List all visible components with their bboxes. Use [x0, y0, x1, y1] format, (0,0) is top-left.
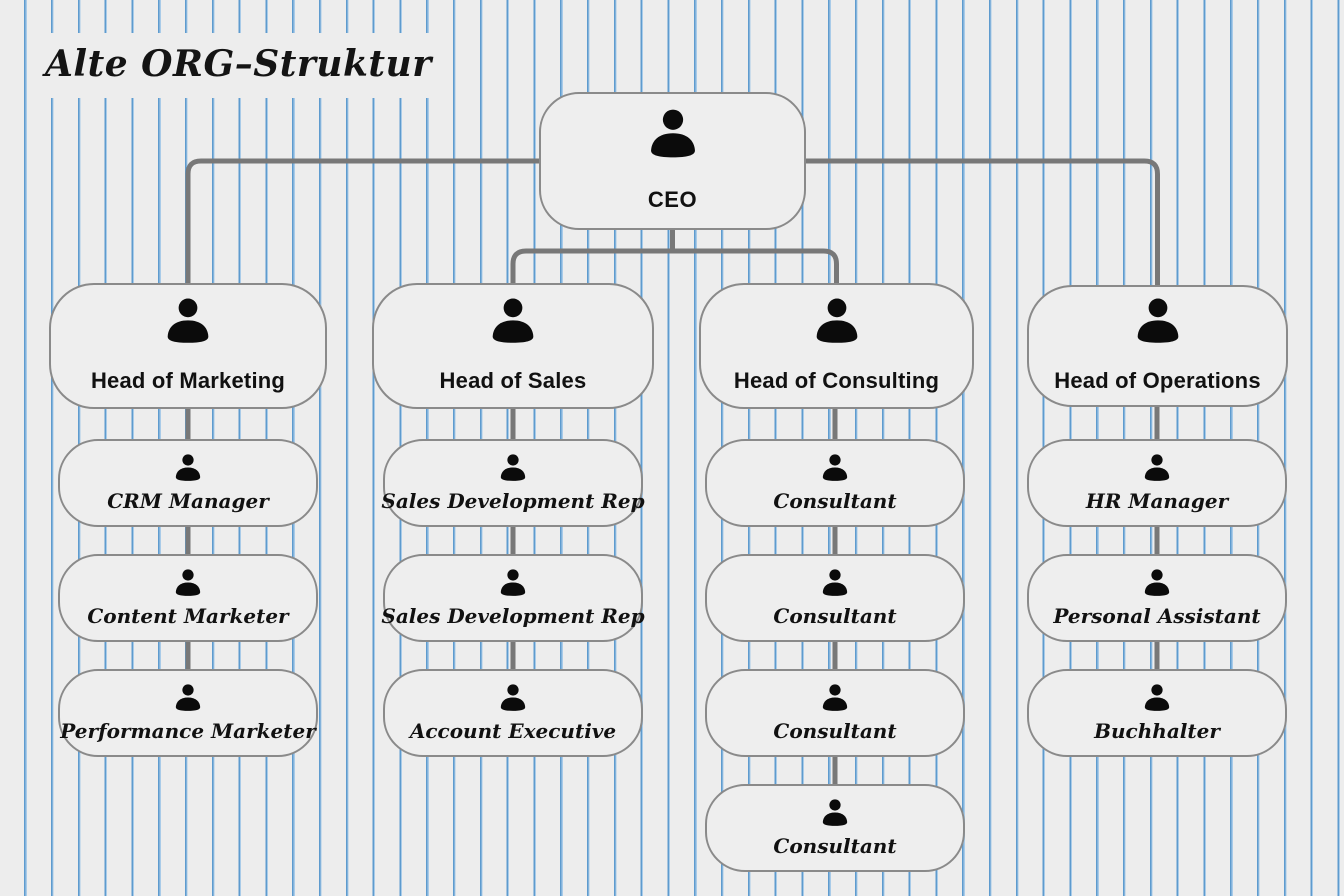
- org-node-buchhalter[interactable]: Buchhalter: [1027, 669, 1287, 757]
- connector-bus-sales-consulting: [510, 248, 839, 283]
- node-label: Sales Development Rep: [381, 488, 645, 513]
- org-node-consulting[interactable]: Head of Consulting: [699, 283, 974, 409]
- diagram-title: Alte ORG–Struktur: [33, 33, 448, 98]
- org-node-consultant-2[interactable]: Consultant: [705, 554, 965, 642]
- person-icon: [1137, 298, 1178, 343]
- person-icon: [175, 683, 201, 711]
- org-node-consultant-1[interactable]: Consultant: [705, 439, 965, 527]
- person-icon: [1144, 683, 1170, 711]
- person-icon: [816, 298, 857, 343]
- node-label: CRM Manager: [107, 488, 269, 513]
- person-icon: [650, 109, 695, 158]
- org-node-performance-marketer[interactable]: Performance Marketer: [58, 669, 318, 757]
- person-icon: [822, 798, 848, 826]
- node-label: Buchhalter: [1094, 718, 1220, 743]
- person-icon: [500, 568, 526, 596]
- connector-ceo-marketing: [185, 158, 539, 283]
- org-node-marketing[interactable]: Head of Marketing: [49, 283, 327, 409]
- node-label: Sales Development Rep: [381, 603, 645, 628]
- person-icon: [500, 683, 526, 711]
- person-icon: [175, 453, 201, 481]
- node-label: Consultant: [773, 603, 897, 628]
- org-node-sales-dev-rep-1[interactable]: Sales Development Rep: [381, 439, 645, 527]
- person-icon: [822, 568, 848, 596]
- person-icon: [1144, 568, 1170, 596]
- node-label: Head of Marketing: [90, 368, 286, 393]
- org-node-ceo[interactable]: CEO: [539, 92, 806, 230]
- node-label: Account Executive: [409, 718, 617, 743]
- node-label: Consultant: [773, 718, 897, 743]
- node-label: Head of Sales: [439, 368, 587, 393]
- org-node-crm-manager[interactable]: CRM Manager: [58, 439, 318, 527]
- org-node-content-marketer[interactable]: Content Marketer: [58, 554, 318, 642]
- node-label: Content Marketer: [87, 603, 289, 628]
- org-node-operations[interactable]: Head of Operations: [1027, 285, 1288, 407]
- org-node-consultant-3[interactable]: Consultant: [705, 669, 965, 757]
- node-label: Consultant: [773, 488, 897, 513]
- org-node-consultant-4[interactable]: Consultant: [705, 784, 965, 872]
- node-label: Consultant: [773, 833, 897, 858]
- org-node-account-executive[interactable]: Account Executive: [383, 669, 643, 757]
- node-label: Performance Marketer: [60, 718, 316, 743]
- org-node-sales[interactable]: Head of Sales: [372, 283, 654, 409]
- person-icon: [1144, 453, 1170, 481]
- org-node-personal-assistant[interactable]: Personal Assistant: [1027, 554, 1287, 642]
- person-icon: [822, 453, 848, 481]
- person-icon: [167, 298, 209, 343]
- person-icon: [175, 568, 201, 596]
- node-label: HR Manager: [1085, 488, 1229, 513]
- person-icon: [500, 453, 526, 481]
- node-label: Personal Assistant: [1053, 603, 1261, 628]
- org-node-sales-dev-rep-2[interactable]: Sales Development Rep: [381, 554, 645, 642]
- org-node-hr-manager[interactable]: HR Manager: [1027, 439, 1287, 527]
- node-label: Head of Consulting: [733, 368, 940, 393]
- person-icon: [822, 683, 848, 711]
- connector-ceo-operations: [806, 158, 1160, 285]
- person-icon: [492, 298, 534, 343]
- node-label: Head of Operations: [1054, 368, 1261, 393]
- node-label: CEO: [647, 187, 698, 212]
